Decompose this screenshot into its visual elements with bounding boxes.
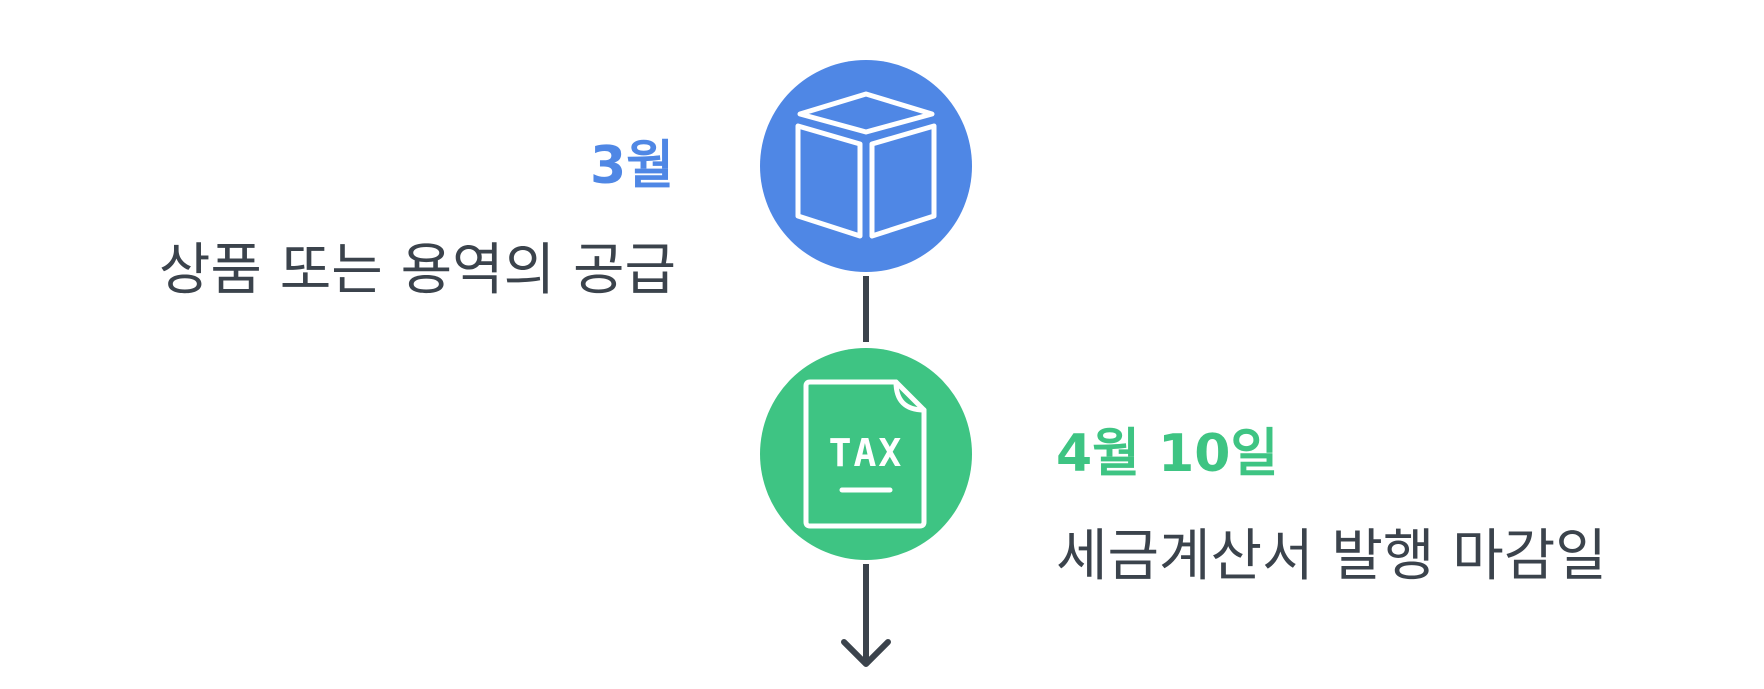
arrow-line <box>863 564 869 662</box>
tax-label: TAX <box>829 431 904 475</box>
arrow-down-icon <box>841 639 891 667</box>
connector-line <box>863 276 869 342</box>
step-1-node <box>760 60 972 272</box>
step-2-title: 4월 10일 <box>1056 424 1279 484</box>
step-1-description: 상품 또는 용역의 공급 <box>158 238 676 303</box>
step-1-title: 3월 <box>589 136 674 196</box>
tax-document-icon: TAX <box>803 379 927 529</box>
box-icon <box>795 91 937 239</box>
step-2-node: TAX <box>760 348 972 560</box>
step-2-description: 세금계산서 발행 마감일 <box>1056 524 1607 589</box>
